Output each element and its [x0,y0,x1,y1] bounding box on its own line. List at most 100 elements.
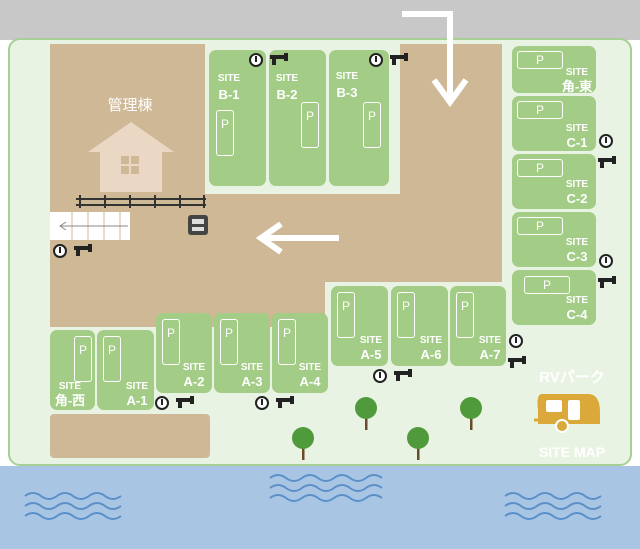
site-label: SITE [565,179,589,190]
parking-space: P [162,319,180,365]
site-kado-higashi[interactable]: P SITE 角-東 [512,46,596,93]
site-label: SITE [182,362,206,373]
power-outlet-icon [155,396,169,410]
rv-trailer-icon [534,394,600,433]
parking-space: P [456,292,474,338]
water-faucet-icon [598,276,616,288]
building-label: 管理棟 [107,97,153,114]
site-label: SITE [298,362,322,373]
road [0,0,640,40]
parking-space: P [517,159,563,177]
site-number: C-1 [566,135,588,150]
site-a2[interactable]: P SITE A-2 [156,313,212,393]
site-number: A-5 [360,347,382,362]
site-c4[interactable]: P SITE C-4 [512,270,596,325]
site-b1[interactable]: SITE B-1 P [209,50,266,186]
site-a6[interactable]: P SITE A-6 [391,286,448,366]
parking-space: P [74,336,92,382]
site-number: A-6 [420,347,442,362]
parking-space: P [363,102,381,148]
site-label: SITE [359,335,383,346]
power-outlet-icon [599,134,613,148]
power-outlet-icon [255,396,269,410]
site-label: SITE [240,362,264,373]
power-outlet-icon [509,334,523,348]
water-faucet-icon [508,356,526,368]
site-a4[interactable]: P SITE A-4 [272,313,328,393]
site-number: C-2 [566,191,588,206]
site-label: SITE [217,73,241,84]
site-number: A-1 [126,393,148,408]
site-label: SITE [275,73,299,84]
site-label: SITE [125,381,149,392]
river [0,466,640,549]
parking-space: P [524,276,570,294]
parking-space: P [278,319,296,365]
site-label: SITE [565,237,589,248]
site-number: A-2 [183,374,205,389]
fence-icon [50,195,206,240]
tree-icon [355,397,377,430]
legend-title: RVパーク [539,369,605,386]
site-number: A-7 [479,347,501,362]
site-a7[interactable]: P SITE A-7 [450,286,506,366]
site-number: B-1 [218,87,240,102]
parking-space: P [517,51,563,69]
site-a5[interactable]: P SITE A-5 [331,286,388,366]
parking-space: P [517,101,563,119]
parking-space: P [397,292,415,338]
water-faucet-icon [74,244,92,256]
site-c2[interactable]: P SITE C-2 [512,154,596,209]
site-number: 角-東 [561,79,593,94]
parking-space: P [301,102,319,148]
site-c1[interactable]: P SITE C-1 [512,96,596,151]
building-icon [88,122,174,192]
power-outlet-icon [53,244,67,258]
site-number: A-4 [299,374,321,389]
site-a3[interactable]: P SITE A-3 [214,313,270,393]
power-outlet-icon [369,53,383,67]
tree-icon [460,397,482,430]
power-outlet-icon [249,53,263,67]
site-kado-nishi[interactable]: P SITE 角-西 [50,330,95,410]
site-b2[interactable]: SITE B-2 P [269,50,326,186]
water-faucet-icon [270,53,288,65]
water-faucet-icon [598,156,616,168]
site-number: A-3 [241,374,263,389]
tree-icon [407,427,429,460]
site-label: SITE [565,67,589,78]
water-faucet-icon [390,53,408,65]
site-label: SITE [478,335,502,346]
water-faucet-icon [276,396,294,408]
parking-space: P [337,292,355,338]
site-label: SITE [335,71,359,82]
site-label: SITE [419,335,443,346]
water-faucet-icon [176,396,194,408]
power-outlet-icon [599,254,613,268]
arrow-left-icon [255,222,339,255]
parking-space: P [220,319,238,365]
parking-space: P [103,336,121,382]
site-c3[interactable]: P SITE C-3 [512,212,596,267]
site-label: SITE [565,123,589,134]
parking-space: P [216,110,234,156]
tree-icon [292,427,314,460]
parking-lot [50,414,210,458]
site-number: 角-西 [54,393,86,408]
arrow-down-icon [402,11,469,108]
legend-subtitle: SITE MAP [538,444,606,460]
site-number: B-3 [336,85,358,100]
site-number: C-4 [566,307,588,322]
parking-space: P [517,217,563,235]
water-faucet-icon [394,369,412,381]
site-a1[interactable]: P SITE A-1 [97,330,154,410]
site-b3[interactable]: SITE B-3 P [329,50,389,186]
site-label: SITE [565,295,589,306]
power-box-icon [188,215,208,235]
power-outlet-icon [373,369,387,383]
wave-icon [24,474,602,520]
site-label: SITE [58,381,82,392]
site-number: C-3 [566,249,588,264]
site-number: B-2 [276,87,298,102]
